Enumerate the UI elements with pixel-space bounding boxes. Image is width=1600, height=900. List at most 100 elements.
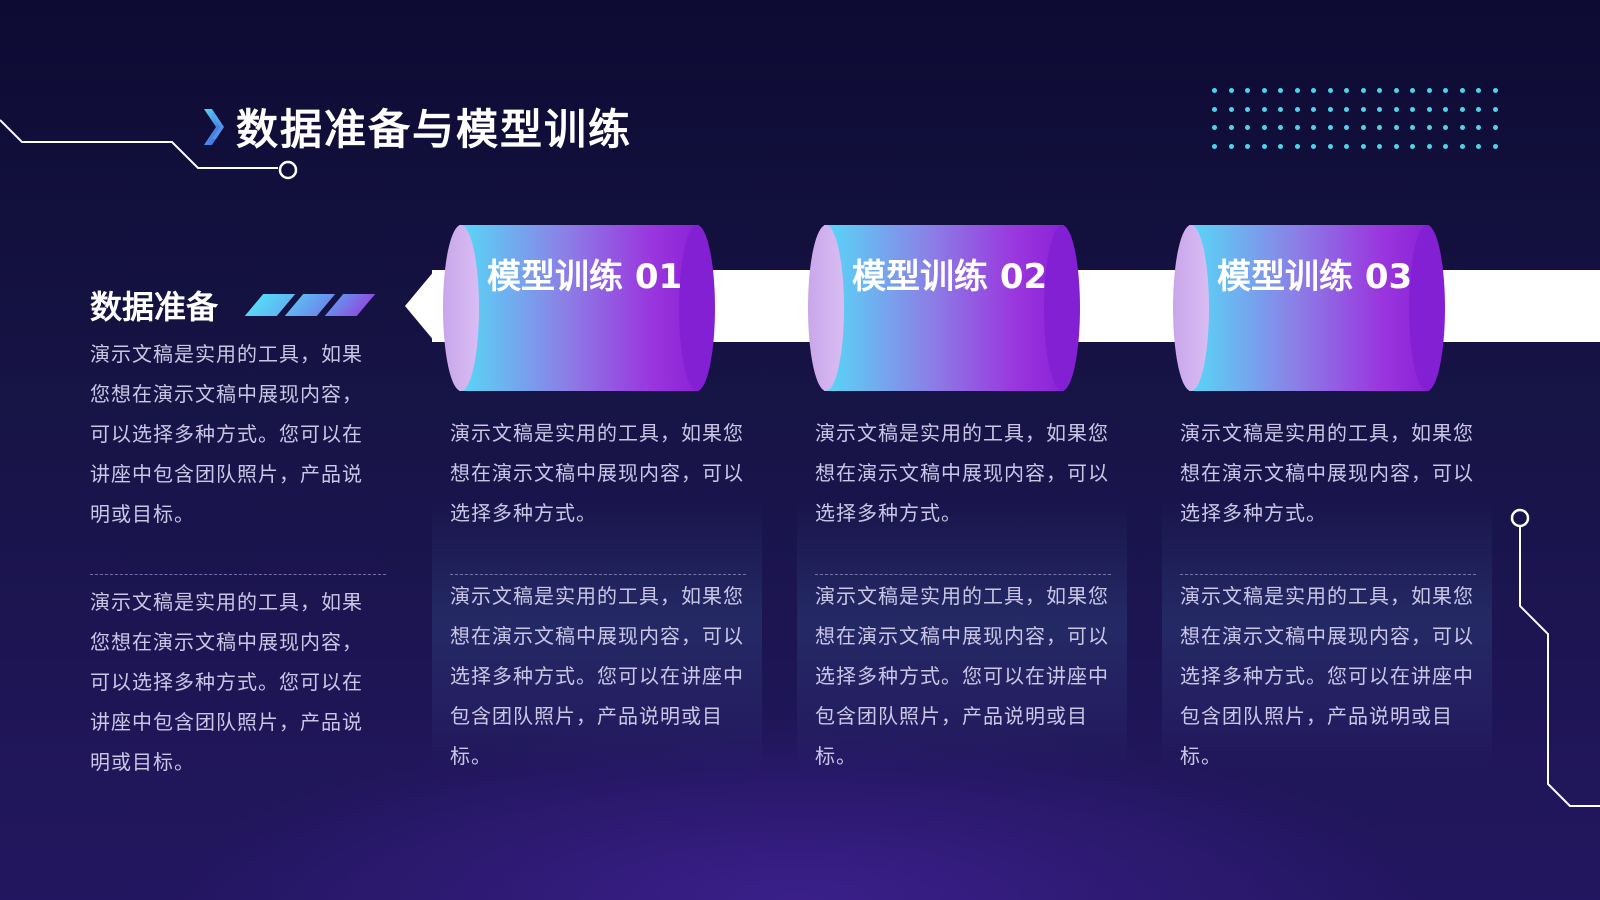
dot: [1492, 106, 1498, 112]
band-arrow-tip: [405, 270, 435, 342]
dot: [1426, 88, 1432, 93]
dot: [1492, 125, 1498, 130]
divider: [90, 574, 386, 575]
dot: [1327, 106, 1333, 112]
dot: [1492, 143, 1498, 149]
dot: [1228, 125, 1234, 130]
column-background: [797, 500, 1127, 770]
dot: [1360, 88, 1366, 93]
dot: [1410, 143, 1415, 149]
dot: [1459, 106, 1465, 112]
step-02-paragraph-top: 演示文稿是实用的工具，如果您想在演示文稿中展现内容，可以选择多种方式。: [815, 421, 1109, 525]
step-03-paragraph-bottom: 演示文稿是实用的工具，如果您想在演示文稿中展现内容，可以选择多种方式。您可以在讲…: [1180, 584, 1474, 768]
dot: [1459, 143, 1465, 149]
step-01-paragraph-bottom: 演示文稿是实用的工具，如果您想在演示文稿中展现内容，可以选择多种方式。您可以在讲…: [450, 584, 744, 768]
step-03-paragraph-top: 演示文稿是实用的工具，如果您想在演示文稿中展现内容，可以选择多种方式。: [1180, 421, 1474, 525]
dot: [1311, 106, 1316, 112]
divider: [450, 574, 746, 575]
dot: [1344, 88, 1349, 93]
dot: [1261, 143, 1267, 149]
dot: [1294, 106, 1300, 112]
dot: [1443, 125, 1448, 130]
cylinder-right-cap: [1409, 225, 1445, 391]
title-row: 数据准备与模型训练: [202, 96, 632, 157]
dot: [1426, 125, 1432, 130]
dot: [1327, 125, 1333, 130]
dot: [1377, 106, 1382, 112]
cylinder-right-cap: [1044, 225, 1080, 391]
dot: [1261, 88, 1267, 93]
divider: [1180, 574, 1476, 575]
dot: [1228, 88, 1234, 93]
dot: [1327, 88, 1333, 93]
dot: [1377, 88, 1382, 93]
step-02-paragraph-bottom: 演示文稿是实用的工具，如果您想在演示文稿中展现内容，可以选择多种方式。您可以在讲…: [815, 584, 1109, 768]
dot: [1311, 88, 1316, 93]
dot: [1212, 88, 1217, 93]
dot: [1443, 88, 1448, 93]
dot: [1426, 106, 1432, 112]
dot: [1245, 143, 1250, 149]
dot: [1261, 106, 1267, 112]
dot: [1228, 106, 1234, 112]
dot: [1278, 88, 1283, 93]
dot: [1393, 143, 1399, 149]
dot: [1360, 143, 1366, 149]
dot: [1393, 125, 1399, 130]
dot: [1294, 88, 1300, 93]
dot: [1245, 125, 1250, 130]
dot-grid-decoration: [1212, 88, 1509, 162]
cylinder-body: [1189, 225, 1429, 391]
dot: [1327, 143, 1333, 149]
cylinder-body: [459, 225, 699, 391]
section-heading: 数据准备: [90, 288, 219, 326]
page-title: 数据准备与模型训练: [236, 105, 633, 154]
dot: [1245, 88, 1250, 93]
column-background: [432, 500, 762, 770]
dot: [1476, 143, 1481, 149]
dot: [1377, 125, 1382, 130]
cylinder-left-cap: [443, 225, 479, 391]
dot: [1459, 88, 1465, 93]
step-label: 模型训练 03: [1217, 257, 1413, 297]
dot: [1410, 125, 1415, 130]
dot: [1476, 88, 1481, 93]
dot: [1245, 106, 1250, 112]
dot: [1360, 125, 1366, 130]
step-label: 模型训练 01: [487, 257, 683, 297]
step-cylinder-03: 模型训练 03: [1173, 225, 1445, 391]
dot: [1476, 106, 1481, 112]
step-label: 模型训练 02: [852, 257, 1048, 297]
dot: [1212, 106, 1217, 112]
step-01-paragraph-top: 演示文稿是实用的工具，如果您想在演示文稿中展现内容，可以选择多种方式。: [450, 421, 744, 525]
column-background: [1162, 500, 1492, 770]
dot: [1278, 125, 1283, 130]
dot: [1426, 143, 1432, 149]
cylinder-right-cap: [679, 225, 715, 391]
step-cylinder-02: 模型训练 02: [808, 225, 1080, 391]
dot: [1278, 106, 1283, 112]
dot: [1294, 143, 1300, 149]
dot: [1311, 125, 1316, 130]
left-paragraph-top: 演示文稿是实用的工具，如果您想在演示文稿中展现内容，可以选择多种方式。您可以在讲…: [90, 342, 363, 526]
dot: [1377, 143, 1382, 149]
dot: [1228, 143, 1234, 149]
dot: [1344, 125, 1349, 130]
dot: [1443, 106, 1448, 112]
dot: [1476, 125, 1481, 130]
dot: [1459, 125, 1465, 130]
dot: [1344, 106, 1349, 112]
dot: [1278, 143, 1283, 149]
dot: [1410, 106, 1415, 112]
step-cylinder-01: 模型训练 01: [443, 225, 715, 391]
cylinder-body: [824, 225, 1064, 391]
cylinder-left-cap: [1173, 225, 1209, 391]
dot: [1311, 143, 1316, 149]
double-chevron-right-icon: [204, 108, 224, 145]
dot: [1344, 143, 1349, 149]
dot: [1294, 125, 1300, 130]
dot: [1261, 125, 1267, 130]
dot: [1393, 88, 1399, 93]
left-paragraph-bottom: 演示文稿是实用的工具，如果您想在演示文稿中展现内容，可以选择多种方式。您可以在讲…: [90, 590, 363, 774]
